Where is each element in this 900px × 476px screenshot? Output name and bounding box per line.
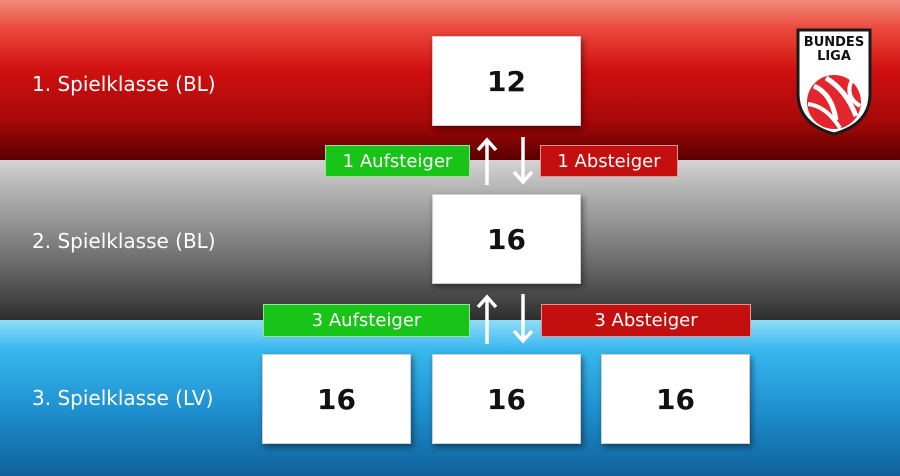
logo-line-2: LIGA: [817, 49, 851, 64]
tier-2-team-count-box: 16: [432, 194, 581, 284]
lower-relegation-tag: 3 Absteiger: [541, 304, 751, 337]
bundesliga-logo-icon: BUNDES LIGA: [796, 28, 872, 136]
upper-promotion-tag: 1 Aufsteiger: [325, 145, 470, 177]
tier-1-label: 1. Spielklasse (BL): [32, 72, 216, 96]
tier-3-team-count-box-east: 16: [601, 354, 750, 444]
lower-promotion-tag: 3 Aufsteiger: [263, 304, 470, 337]
tier-2-label: 2. Spielklasse (BL): [32, 229, 216, 253]
tier-3-label: 3. Spielklasse (LV): [32, 386, 214, 410]
logo-line-1: BUNDES: [804, 35, 864, 50]
upper-relegation-tag: 1 Absteiger: [540, 145, 678, 177]
upper-promotion-arrow-up-icon: [476, 137, 498, 185]
tier-3-team-count-box-west: 16: [262, 354, 411, 444]
upper-relegation-arrow-down-icon: [512, 137, 534, 185]
lower-relegation-arrow-down-icon: [512, 294, 534, 344]
tier-3-team-count-box-center: 16: [432, 354, 581, 444]
lower-promotion-arrow-up-icon: [476, 294, 498, 344]
tier-1-team-count-box: 12: [432, 36, 581, 126]
